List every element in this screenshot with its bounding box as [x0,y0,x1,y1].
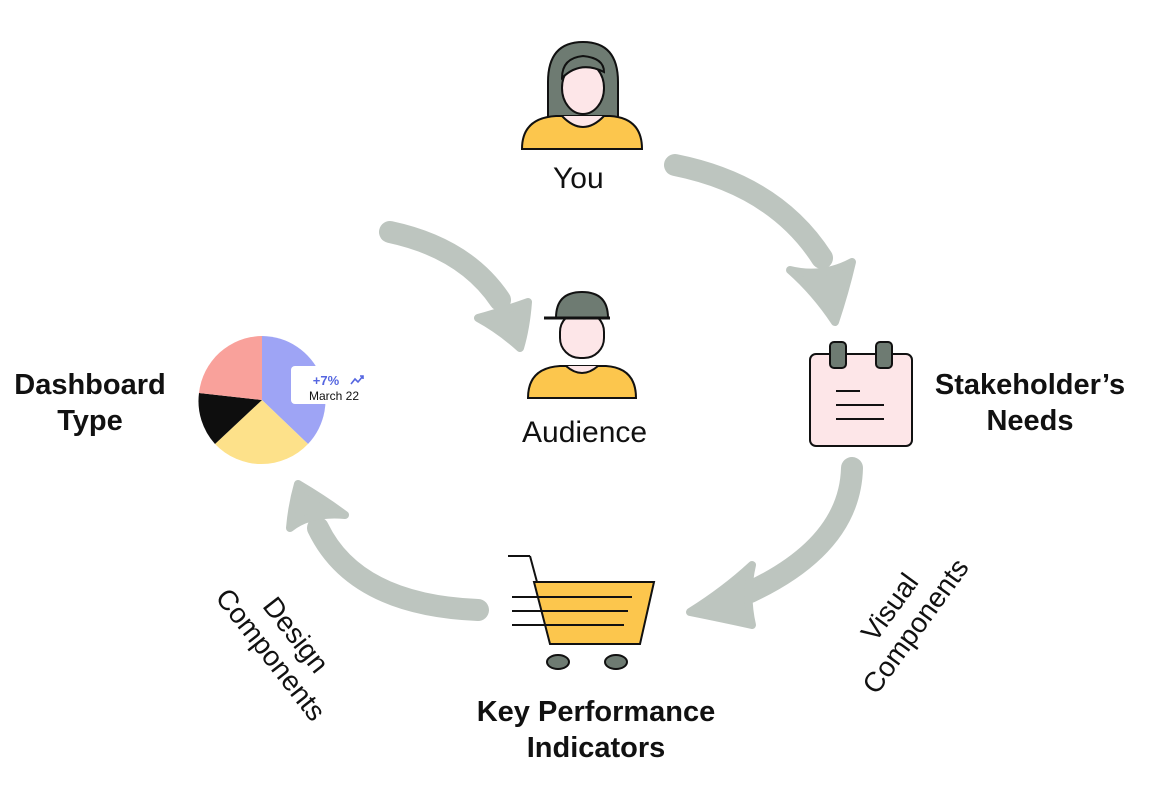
arrow-to-audience [379,221,532,352]
shopping-cart-icon [508,555,656,670]
node-kpi-line1: Key Performance [476,696,716,728]
node-stakeholder-line2: Needs [986,405,1074,437]
trend-up-icon [350,375,364,385]
node-kpi-label: Key Performance Indicators [454,694,738,766]
node-you-label: You [553,162,604,195]
node-dashboard-line2: Type [57,405,123,437]
arrow-you-to-stakeholder [664,154,856,326]
node-stakeholder-label: Stakeholder’s Needs [924,367,1136,439]
pie-badge-date: March 22 [309,389,359,403]
node-kpi-line2: Indicators [526,732,666,764]
person-icon [520,40,644,150]
arrow-kpi-to-dashboard [286,480,489,621]
node-dashboard-line1: Dashboard [14,369,166,401]
node-audience-label: Audience [522,416,648,449]
notepad-icon [809,341,913,447]
node-dashboard-label: Dashboard Type [4,367,176,439]
arrow-stakeholder-to-kpi [686,457,863,629]
person-cap-icon [526,290,638,399]
pie-badge: +7% March 22 [291,366,364,404]
pie-badge-value: +7% [313,373,340,388]
node-stakeholder-line1: Stakeholder’s [934,369,1126,401]
